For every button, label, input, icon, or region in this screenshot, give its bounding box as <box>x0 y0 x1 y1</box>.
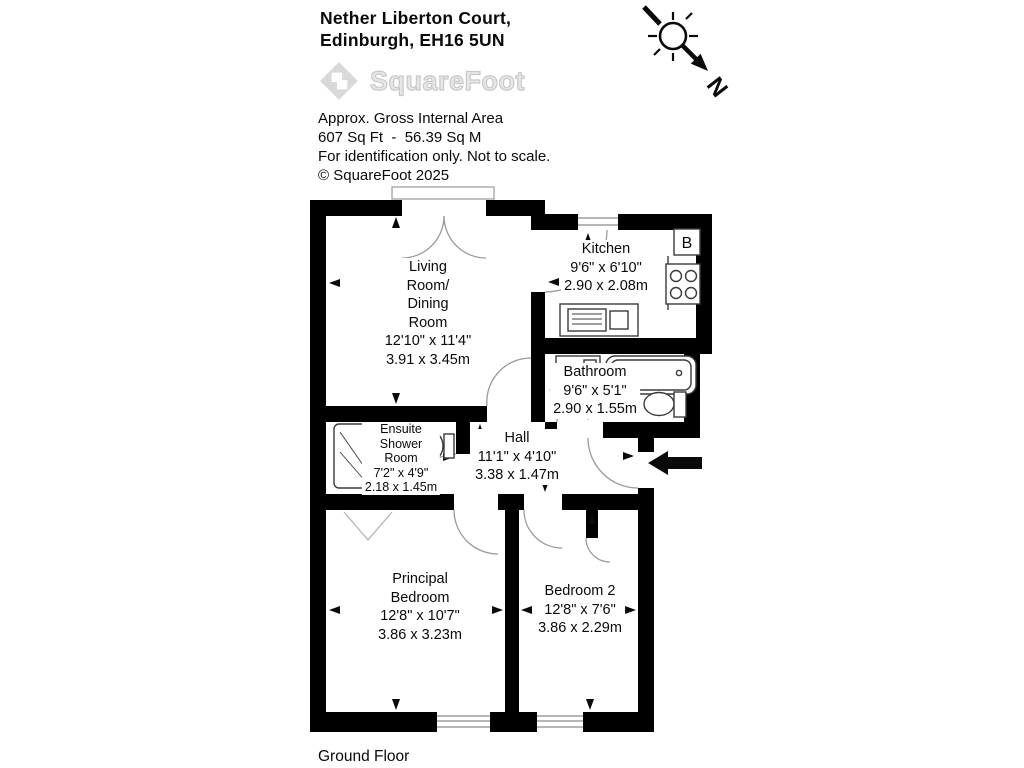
room-name-line: Dining <box>407 296 449 313</box>
hob-icon <box>665 263 701 305</box>
room-label-principal-bedroom: Principal Bedroom 12'8" x 10'7" 3.86 x 3… <box>375 570 465 645</box>
floor-label: Ground Floor <box>318 748 410 765</box>
area-note-line1: Approx. Gross Internal Area <box>318 110 504 127</box>
principal-bedroom-door <box>453 509 499 555</box>
room-dims-metric: 3.86 x 3.23m <box>378 626 462 643</box>
room-label-bathroom: Bathroom 9'6" x 5'1" 2.90 x 1.55m <box>550 363 640 419</box>
sink-icon <box>559 303 639 337</box>
area-note-line3: For identification only. Not to scale. <box>318 148 551 165</box>
north-compass: N <box>615 0 730 108</box>
bedroom2-window <box>537 715 583 728</box>
room-label-living-dining: Living Room/ Dining Room 12'10" x 11'4" … <box>381 258 475 370</box>
toilet-icon <box>643 391 687 418</box>
patio-threshold <box>391 186 495 200</box>
area-note-line2: 607 Sq Ft - 56.39 Sq M <box>318 129 482 146</box>
french-door-right <box>443 215 487 259</box>
room-dims-imperial: 11'1" x 4'10" <box>477 448 557 465</box>
room-dims-metric: 2.90 x 2.08m <box>564 278 648 295</box>
room-name-line: Room/ <box>406 277 450 294</box>
room-dims-imperial: 12'8" x 7'6" <box>544 601 616 618</box>
room-dims-metric: 3.86 x 2.29m <box>538 620 622 637</box>
copyright-line: © SquareFoot 2025 <box>318 167 450 184</box>
squarefoot-logo: SquareFoot <box>318 60 525 102</box>
room-name-line: Room <box>408 314 448 331</box>
room-dims-metric: 3.38 x 1.47m <box>475 467 559 484</box>
kitchen-window <box>578 217 618 226</box>
room-name-line: Room <box>384 451 418 466</box>
principal-bedroom-window <box>437 715 490 728</box>
compass-icon: N <box>642 5 730 103</box>
room-name-line: Bedroom 2 <box>544 583 616 599</box>
property-title-line2: Edinburgh, EH16 5UN <box>320 30 505 50</box>
header: Nether Liberton Court, Edinburgh, EH16 5… <box>320 7 511 51</box>
squarefoot-logo-text: SquareFoot <box>369 65 526 96</box>
room-name-line: Shower <box>379 436 423 451</box>
room-label-kitchen: Kitchen 9'6" x 6'10" 2.90 x 2.08m <box>561 240 651 296</box>
room-label-ensuite: Ensuite Shower Room 7'2" x 4'9" 2.18 x 1… <box>361 422 441 495</box>
wardrobe-doors <box>343 511 393 541</box>
room-name-line: Bathroom <box>563 364 627 380</box>
bedroom2-closet-door <box>585 537 611 563</box>
entrance-door <box>587 437 639 489</box>
entrance-arrow-icon <box>648 451 702 475</box>
room-dims-imperial: 9'6" x 5'1" <box>563 382 627 399</box>
room-dims-imperial: 12'10" x 11'4" <box>384 333 472 350</box>
room-dims-metric: 3.91 x 3.45m <box>386 351 470 368</box>
french-door-left <box>401 215 445 259</box>
north-label: N <box>701 72 730 102</box>
room-dims-imperial: 9'6" x 6'10" <box>570 259 642 276</box>
room-label-hall: Hall 11'1" x 4'10" 3.38 x 1.47m <box>472 429 562 485</box>
bedroom2-door <box>523 509 563 549</box>
room-name-line: Kitchen <box>581 241 631 257</box>
room-dims-imperial: 7'2" x 4'9" <box>373 465 429 480</box>
room-name-line: Ensuite <box>380 422 422 436</box>
squarefoot-diamond-icon <box>318 60 360 102</box>
room-dims-imperial: 12'8" x 10'7" <box>380 608 460 625</box>
room-name-line: Bedroom <box>390 589 450 606</box>
room-name-line: Living <box>409 259 447 275</box>
room-dims-metric: 2.90 x 1.55m <box>553 401 637 418</box>
property-title-line1: Nether Liberton Court, <box>320 8 512 28</box>
room-dims-metric: 2.18 x 1.45m <box>364 480 438 495</box>
area-note: Approx. Gross Internal Area 607 Sq Ft - … <box>318 109 550 185</box>
room-name-line: Hall <box>504 430 530 446</box>
room-name-line: Principal <box>392 571 448 587</box>
boiler-box <box>673 228 701 256</box>
room-label-bedroom-2: Bedroom 2 12'8" x 7'6" 3.86 x 2.29m <box>535 582 625 638</box>
boiler-label: B <box>682 235 693 252</box>
living-hall-door <box>486 357 532 407</box>
